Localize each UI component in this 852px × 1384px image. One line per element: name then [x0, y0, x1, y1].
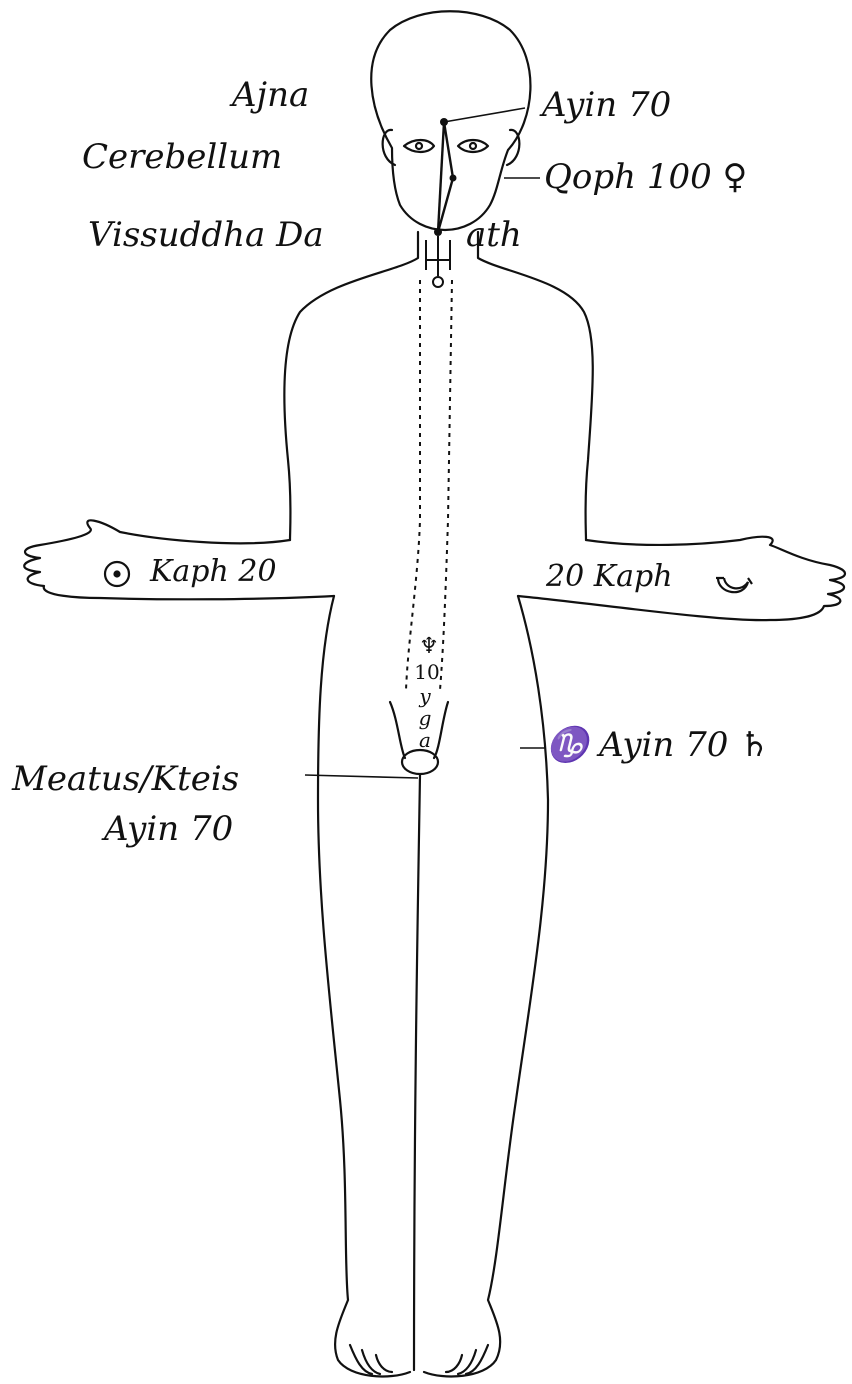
label-kaph-left: Kaph 20: [150, 557, 277, 587]
label-cerebellum: Cerebellum: [82, 140, 282, 174]
right-inner-arm: [424, 596, 548, 1376]
right-eye: [458, 140, 488, 152]
left-toes: [350, 1345, 392, 1374]
left-inner-arm: [318, 596, 410, 1376]
meatus-pointer: [305, 775, 418, 778]
label-daath-end: ath: [466, 218, 522, 252]
label-vissuddha: Vissuddha Da: [88, 218, 324, 252]
spine-right-dotted: [440, 280, 452, 690]
label-qoph: Qoph 100 ♀: [544, 160, 747, 194]
label-capricorn-ayin: ♑ Ayin 70 ♄: [546, 728, 770, 762]
label-ajna: Ajna: [232, 78, 309, 112]
label-meatus-kteis: Meatus/Kteis: [12, 762, 239, 796]
pubic-oval: [402, 750, 438, 774]
spine-lower-glyph-3: a: [410, 730, 440, 750]
left-eye: [404, 140, 434, 152]
label-ayin-head: Ayin 70: [542, 88, 671, 122]
spine-lower-glyph-2: g: [410, 708, 440, 728]
right-torso-outline: [478, 232, 593, 540]
left-torso-outline: [284, 232, 418, 540]
label-kaph-right: 20 Kaph: [546, 562, 673, 592]
spine-lower-glyph-1: y: [410, 686, 440, 706]
daath-point: [434, 228, 442, 236]
leg-division: [414, 775, 420, 1370]
daath-sigil: [426, 236, 450, 287]
spine-left-dotted: [406, 280, 420, 690]
cerebellum-point: [450, 175, 457, 182]
ayin-head-pointer: [444, 108, 525, 122]
ajna-point: [440, 118, 448, 126]
pubic-curve-left: [390, 702, 405, 758]
ajna-line-a: [444, 122, 453, 178]
spine-number: 10: [412, 662, 442, 682]
label-ayin-meatus: Ayin 70: [104, 812, 233, 846]
spine-upper-glyph: ♆: [414, 636, 444, 658]
right-toes: [446, 1345, 488, 1374]
moon-symbol-icon: [716, 578, 752, 592]
